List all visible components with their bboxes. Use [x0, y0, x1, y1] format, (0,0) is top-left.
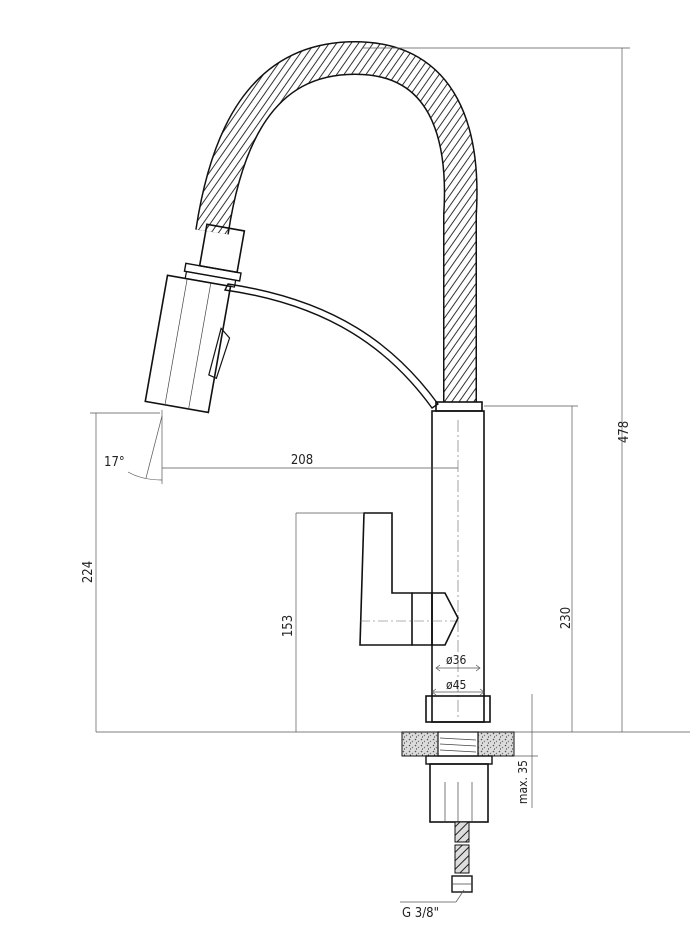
dim-g-3-8: G 3/8" — [402, 906, 439, 921]
dim-478: 478 — [617, 421, 632, 443]
faucet-body — [359, 401, 491, 723]
dim-angle-17: 17° — [104, 455, 125, 470]
countertop — [96, 731, 690, 757]
dim-153: 153 — [281, 615, 296, 637]
dim-208: 208 — [291, 453, 313, 468]
dim-230: 230 — [559, 607, 574, 629]
guide-arm — [223, 283, 439, 409]
dimension-lines — [90, 47, 630, 903]
dim-224: 224 — [81, 561, 96, 583]
dim-max-35: max. 35 — [516, 760, 530, 804]
spray-head — [144, 223, 246, 414]
dim-diameter-36: ø36 — [446, 653, 466, 667]
dim-diameter-45: ø45 — [446, 678, 466, 692]
flexible-hose — [195, 40, 478, 402]
fixing-assembly — [425, 755, 493, 893]
